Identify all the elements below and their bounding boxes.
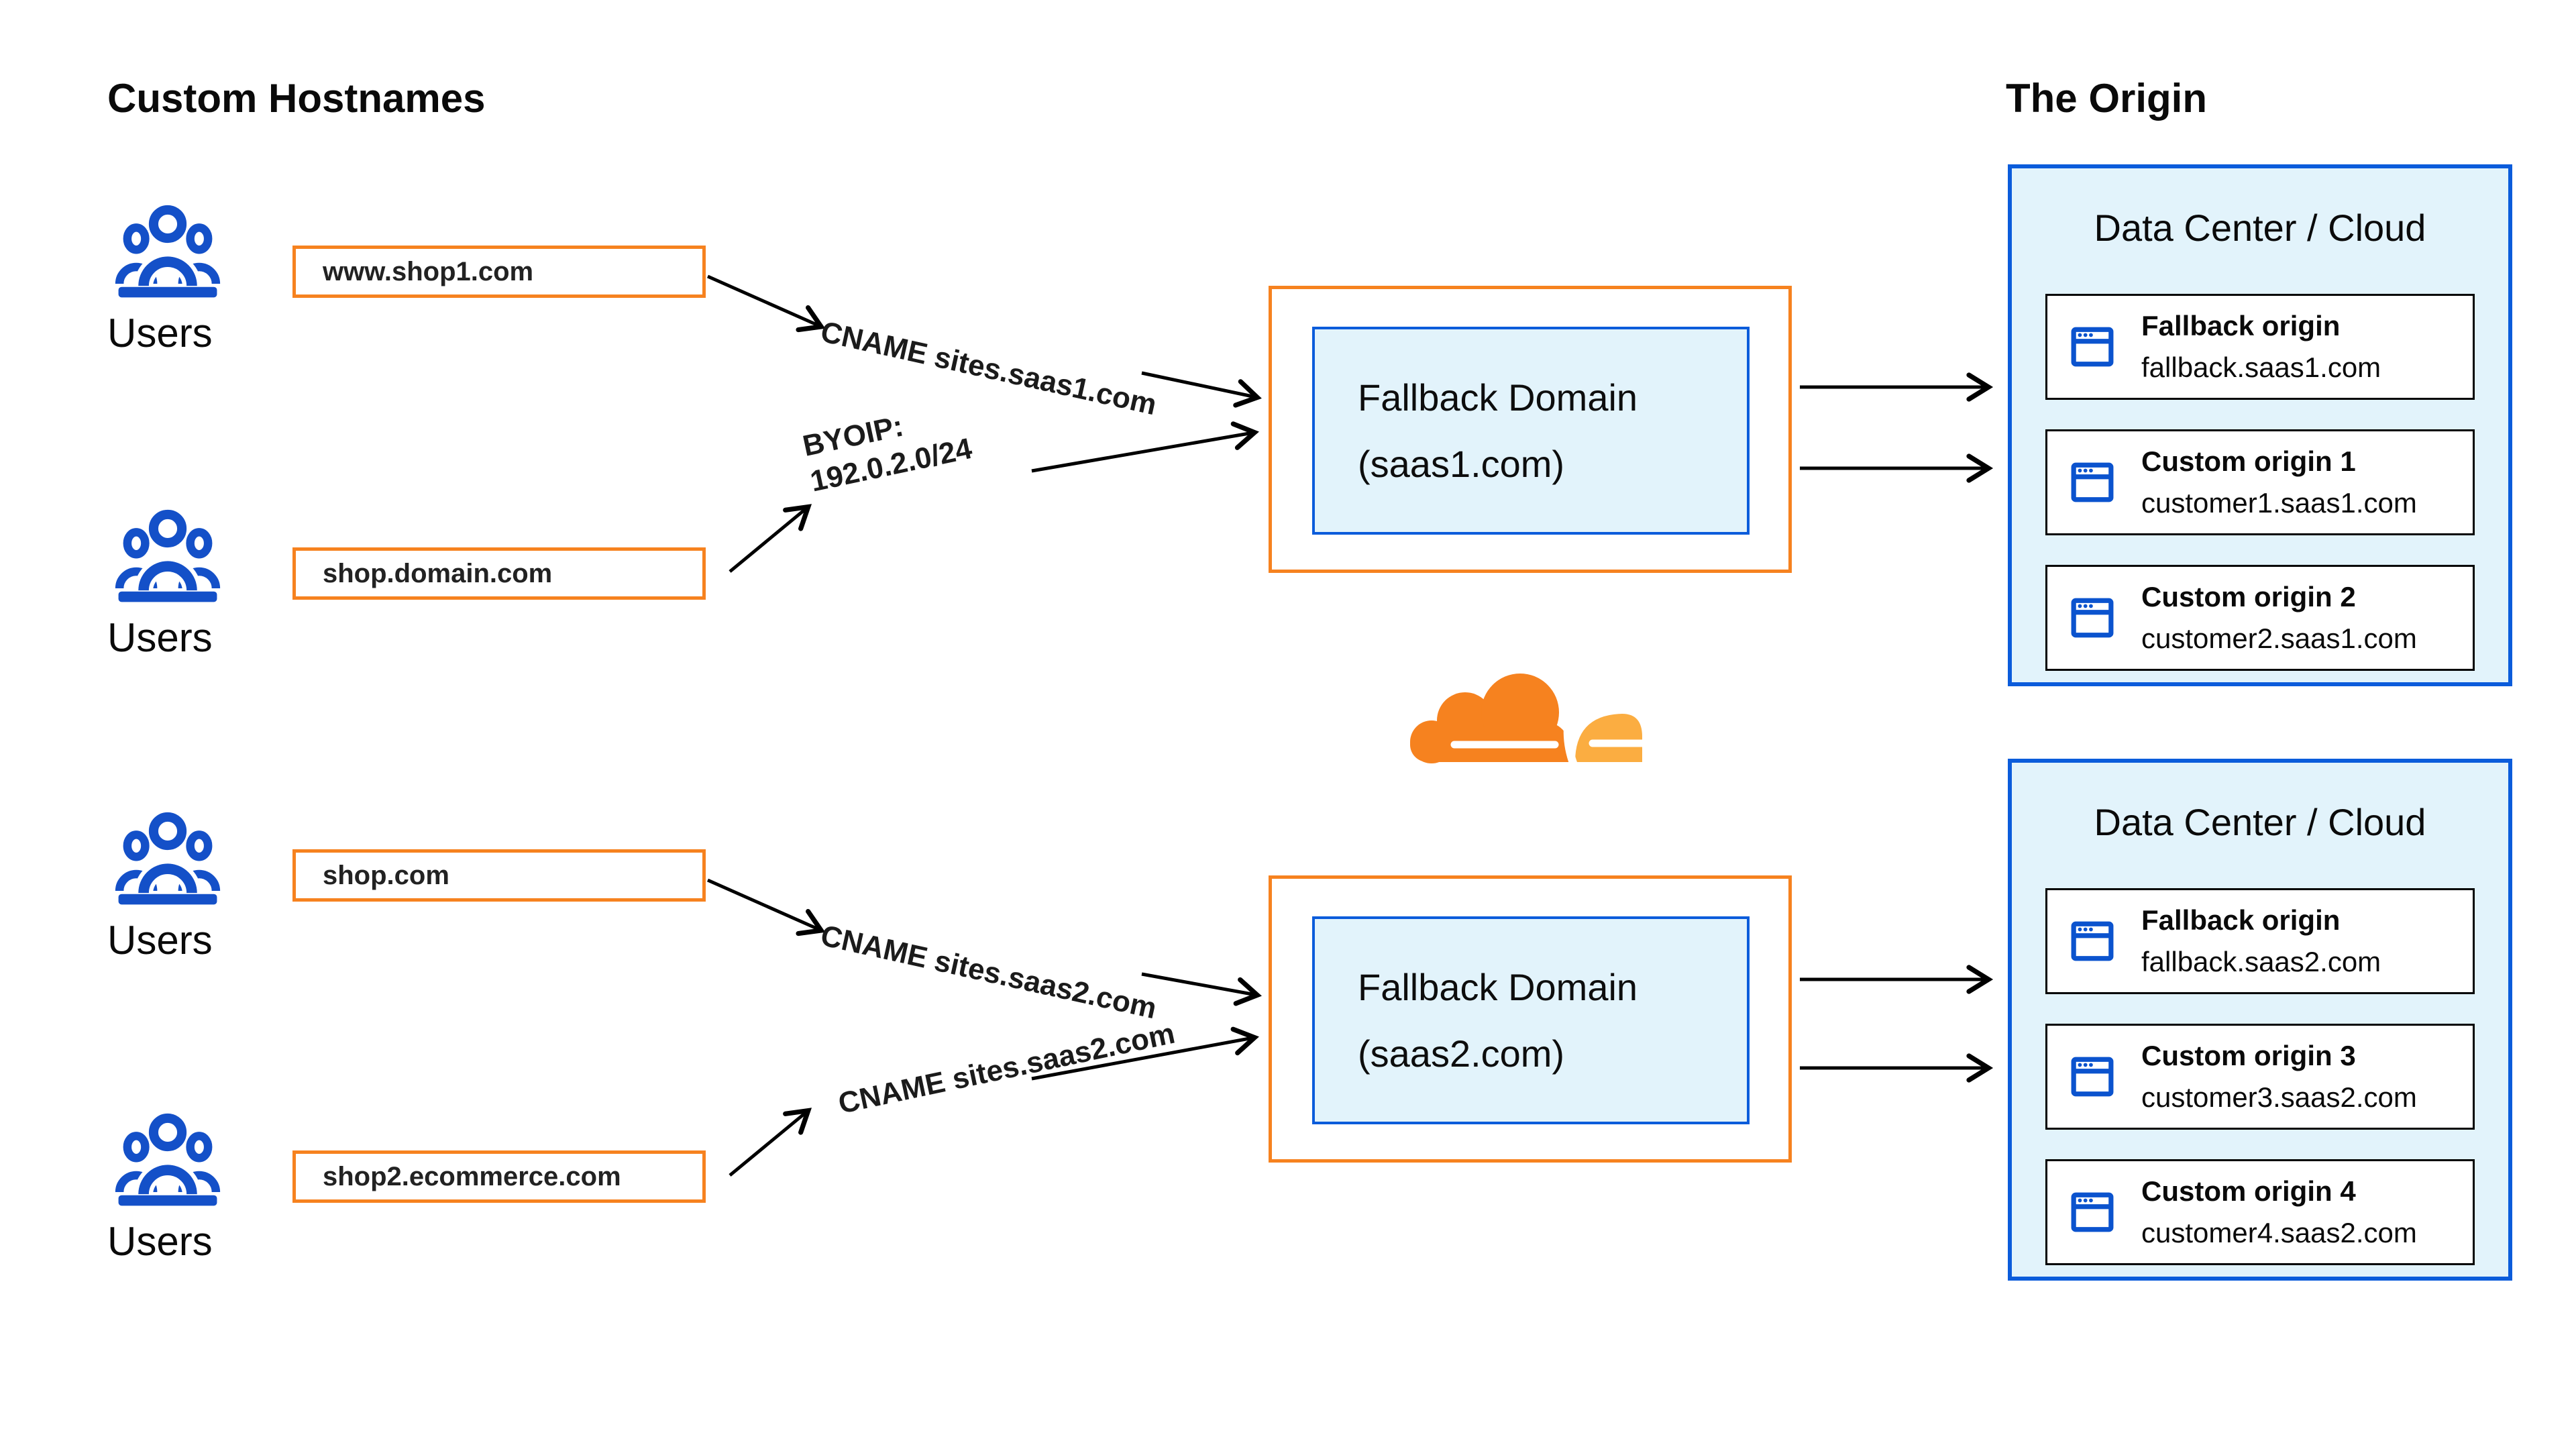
hostname-label: shop.domain.com (323, 558, 553, 588)
hostname-box-shop2-ecommerce: shop2.ecommerce.com (292, 1150, 706, 1203)
origin-host: customer2.saas1.com (2141, 623, 2417, 654)
data-center-1: Data Center / Cloud Fallback origin fall… (2008, 164, 2512, 686)
users-icon (115, 1113, 221, 1206)
hostname-box-www-shop1: www.shop1.com (292, 246, 706, 298)
origin-item-custom-origin-4: Custom origin 4 customer4.saas2.com (2045, 1159, 2475, 1265)
hostname-box-shop-domain: shop.domain.com (292, 547, 706, 600)
origin-item-fallback-saas2: Fallback origin fallback.saas2.com (2045, 888, 2475, 994)
arrow-cname2b-to-fallback2 (1031, 1026, 1259, 1081)
user-group-4: Users (107, 1108, 235, 1265)
hostname-label: shop2.ecommerce.com (323, 1161, 621, 1191)
arrow-shopcom-to-cname2a (706, 878, 826, 936)
fallback-domain-1: Fallback Domain (saas1.com) (1312, 327, 1750, 535)
browser-window-icon (2071, 598, 2114, 638)
fallback-domain-name: Fallback Domain (1358, 376, 1638, 419)
origin-name: Custom origin 1 (2141, 445, 2356, 477)
browser-window-icon (2071, 327, 2114, 367)
data-center-title: Data Center / Cloud (2094, 801, 2426, 843)
origin-item-fallback-saas1: Fallback origin fallback.saas1.com (2045, 294, 2475, 400)
origin-name: Custom origin 4 (2141, 1175, 2356, 1207)
hostname-label: www.shop1.com (323, 256, 534, 286)
browser-window-icon (2071, 462, 2114, 502)
hostname-label: shop.com (323, 860, 449, 890)
fallback-domain-1-outer: Fallback Domain (saas1.com) (1269, 286, 1792, 573)
users-label: Users (107, 1219, 213, 1264)
origin-host: fallback.saas2.com (2141, 946, 2381, 977)
users-label: Users (107, 918, 213, 963)
users-label: Users (107, 615, 213, 660)
users-icon (115, 205, 221, 298)
origin-host: customer1.saas1.com (2141, 487, 2417, 519)
user-group-1: Users (107, 200, 235, 356)
origin-host: customer4.saas2.com (2141, 1217, 2417, 1248)
arrow-cname1-to-fallback1 (1141, 371, 1262, 408)
origin-item-custom-origin-2: Custom origin 2 customer2.saas1.com (2045, 565, 2475, 671)
origin-name: Fallback origin (2141, 310, 2341, 341)
origin-host: customer3.saas2.com (2141, 1081, 2417, 1113)
data-center-title: Data Center / Cloud (2094, 207, 2426, 249)
fallback-domain-2-outer: Fallback Domain (saas2.com) (1269, 875, 1792, 1163)
origin-name: Custom origin 2 (2141, 581, 2356, 612)
custom-hostnames-title: Custom Hostnames (107, 76, 486, 121)
user-group-2: Users (107, 504, 235, 661)
browser-window-icon (2071, 1192, 2114, 1232)
browser-window-icon (2071, 1057, 2114, 1097)
origin-item-custom-origin-3: Custom origin 3 customer3.saas2.com (2045, 1024, 2475, 1130)
arrow-shop1-to-cname1 (706, 274, 826, 333)
fallback-domain-host: (saas2.com) (1358, 1032, 1565, 1075)
arrow-cname2a-to-fallback2 (1141, 972, 1262, 1006)
users-label: Users (107, 311, 213, 356)
user-group-3: Users (107, 807, 235, 963)
origin-title: The Origin (2006, 76, 2207, 121)
fallback-domain-host: (saas1.com) (1358, 443, 1565, 485)
data-center-2: Data Center / Cloud Fallback origin fall… (2008, 759, 2512, 1281)
fallback-domain-2: Fallback Domain (saas2.com) (1312, 916, 1750, 1124)
cloudflare-logo (1410, 674, 1648, 767)
origin-name: Fallback origin (2141, 904, 2341, 936)
arrow-shopdomain-to-byoip (729, 504, 812, 573)
browser-window-icon (2071, 921, 2114, 961)
arrow-byoip-to-fallback1 (1031, 421, 1259, 473)
hostname-box-shop-com: shop.com (292, 849, 706, 902)
fallback-domain-name: Fallback Domain (1358, 966, 1638, 1008)
origin-item-custom-origin-1: Custom origin 1 customer1.saas1.com (2045, 429, 2475, 535)
origin-host: fallback.saas1.com (2141, 352, 2381, 383)
origin-name: Custom origin 3 (2141, 1040, 2356, 1071)
users-icon (115, 509, 221, 602)
users-icon (115, 812, 221, 905)
arrow-shop2-to-cname2b (729, 1108, 812, 1177)
